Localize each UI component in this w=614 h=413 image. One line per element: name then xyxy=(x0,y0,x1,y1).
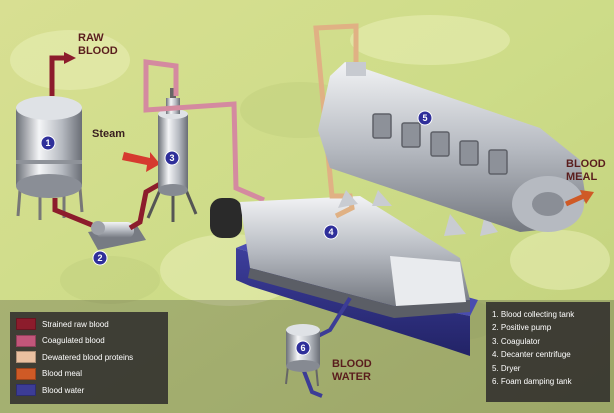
component-list-panel xyxy=(486,302,610,402)
component-item: 4. Decanter centrifuge xyxy=(492,350,571,360)
badge-1-number: 1 xyxy=(45,138,50,148)
legend-item: Blood water xyxy=(16,382,166,399)
coagulator xyxy=(146,88,198,222)
positive-pump xyxy=(88,221,146,250)
legend-swatch xyxy=(16,367,36,380)
component-item: 1. Blood collecting tank xyxy=(492,310,575,319)
tank-to-pump-pipe xyxy=(52,198,93,228)
blood-meal-arrow xyxy=(580,190,594,204)
legend-item: Blood meal xyxy=(16,366,166,383)
blood-meal-pipe xyxy=(564,193,586,207)
legend-label: Strained raw blood xyxy=(42,319,109,329)
badge-4-number: 4 xyxy=(328,227,333,237)
badge-5: 5 xyxy=(417,110,433,126)
pump-to-coagulator-pipe xyxy=(128,181,162,231)
component-item: 3. Coagulator xyxy=(492,336,541,346)
raw-blood-label: RAW BLOOD xyxy=(78,32,118,57)
legend-label: Coagulated blood xyxy=(42,336,105,346)
badge-2-number: 2 xyxy=(97,253,102,263)
legend-swatch xyxy=(16,334,36,347)
blood-water-outlet-pipe xyxy=(300,365,323,398)
component-item: 5. Dryer xyxy=(492,363,521,373)
dryer xyxy=(318,62,586,236)
legend-item: Strained raw blood xyxy=(16,316,166,333)
badge-6-number: 6 xyxy=(300,343,305,353)
raw-blood-inlet-pipe xyxy=(49,55,68,96)
legend-item: Dewatered blood proteins xyxy=(16,349,166,366)
badge-5-number: 5 xyxy=(422,113,427,123)
decanter-centrifuge xyxy=(210,196,478,356)
dewatered-protein-pipe xyxy=(313,23,359,219)
badge-6: 6 xyxy=(295,340,311,356)
legend-swatch xyxy=(16,351,36,364)
component-list: 1. Blood collecting tank 2. Positive pump… xyxy=(492,308,610,388)
legend-label: Dewatered blood proteins xyxy=(42,352,134,362)
legend-swatch xyxy=(16,318,36,331)
coagulated-blood-pipe xyxy=(143,59,265,203)
legend-item: Coagulated blood xyxy=(16,333,166,350)
steam-label: Steam xyxy=(92,128,126,140)
blood-water-label: BLOOD WATER xyxy=(332,358,372,383)
component-item: 2. Positive pump xyxy=(492,323,552,333)
legend-panel xyxy=(10,312,168,404)
badge-1: 1 xyxy=(40,135,56,151)
badge-3: 3 xyxy=(164,150,180,166)
component-item: 6. Foam damping tank xyxy=(492,376,572,386)
raw-blood-arrow xyxy=(64,52,76,64)
legend-swatch xyxy=(16,384,36,397)
badge-4: 4 xyxy=(323,224,339,240)
badge-3-number: 3 xyxy=(169,153,174,163)
blood-meal-label: BLOOD MEAL xyxy=(566,158,606,183)
legend-label: Blood meal xyxy=(42,369,83,379)
legend-label: Blood water xyxy=(42,385,85,395)
blood-water-pipe xyxy=(317,296,352,338)
steam-arrow xyxy=(122,152,160,172)
badge-2: 2 xyxy=(92,250,108,266)
